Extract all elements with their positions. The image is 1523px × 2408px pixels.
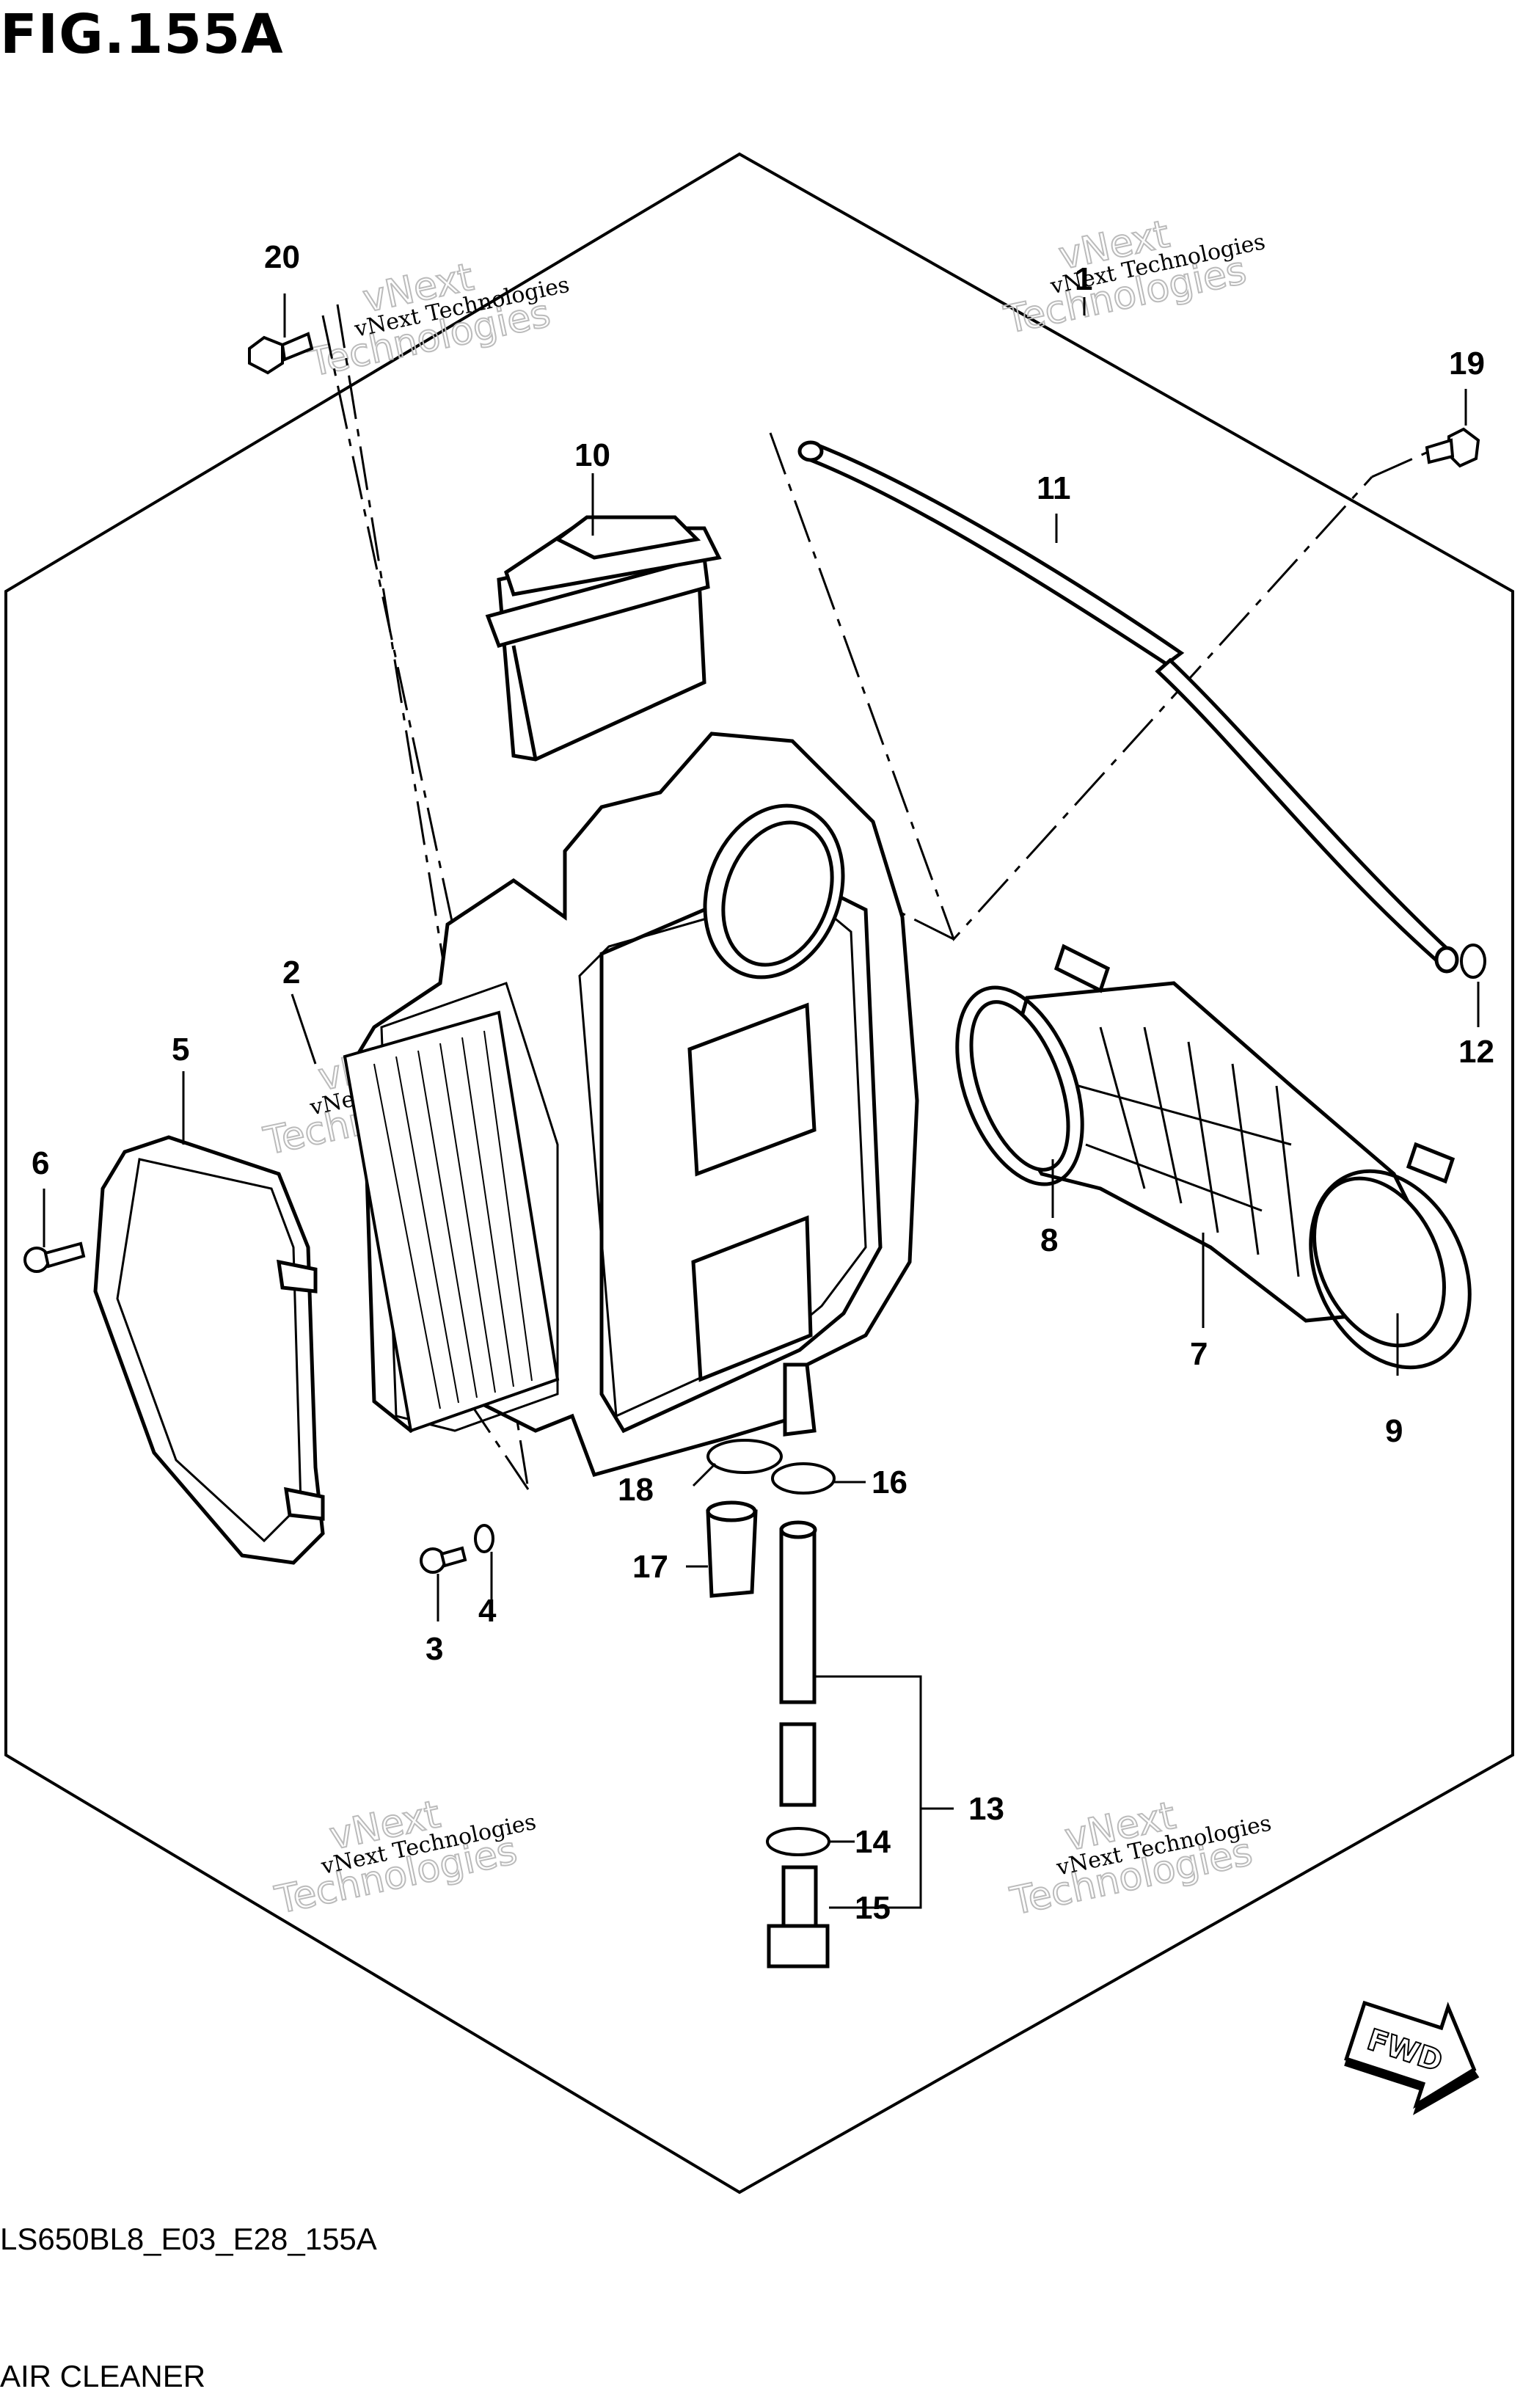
forward-arrow: FWD xyxy=(1344,2000,1480,2115)
clip-12 xyxy=(1460,944,1486,979)
callout-11: 11 xyxy=(1037,470,1071,506)
callout-10: 10 xyxy=(574,437,610,473)
callout-19: 19 xyxy=(1449,346,1485,382)
washer-4 xyxy=(474,1524,494,1553)
clamp-14 xyxy=(766,1827,830,1856)
bolt-19 xyxy=(1425,427,1480,468)
clamp-9 xyxy=(1309,1142,1472,1370)
forward-arrow-icon xyxy=(1344,2000,1477,2109)
figure-title: FIG.155A xyxy=(0,3,284,66)
callout-4: 4 xyxy=(478,1593,497,1629)
clamp-8 xyxy=(955,944,1111,1186)
leader-lines xyxy=(43,293,1480,1909)
clamp-16 xyxy=(771,1462,836,1495)
intake-duct xyxy=(485,515,722,762)
callout-14: 14 xyxy=(855,1824,891,1860)
figure-name: AIR CLEANER xyxy=(0,2359,206,2393)
callout-6: 6 xyxy=(32,1145,49,1181)
screw-6 xyxy=(23,1241,86,1273)
drain-hose xyxy=(779,1520,817,1807)
callout-9: 9 xyxy=(1385,1413,1403,1449)
air-cleaner-cover xyxy=(93,1135,325,1565)
callout-1: 1 xyxy=(1075,261,1092,297)
callout-17: 17 xyxy=(632,1549,668,1585)
callout-7: 7 xyxy=(1190,1336,1208,1372)
outlet-tube xyxy=(969,981,1446,1348)
plug-15 xyxy=(767,1865,830,1969)
screw-3 xyxy=(420,1546,467,1574)
bolt-20 xyxy=(248,332,314,375)
callout-12: 12 xyxy=(1458,1034,1494,1070)
clamp-18 xyxy=(706,1439,783,1474)
callout-18: 18 xyxy=(618,1472,654,1508)
callout-20: 20 xyxy=(264,239,300,275)
callout-2: 2 xyxy=(282,955,300,990)
callout-3: 3 xyxy=(426,1631,443,1667)
assembly-boundary xyxy=(4,152,1514,2194)
callout-13: 13 xyxy=(968,1791,1004,1827)
filter-element xyxy=(343,1010,560,1433)
breather-hose xyxy=(797,440,1459,974)
callout-15: 15 xyxy=(855,1890,891,1926)
callout-8: 8 xyxy=(1040,1222,1058,1258)
cap-17 xyxy=(706,1500,758,1598)
callout-5: 5 xyxy=(172,1032,189,1068)
callout-16: 16 xyxy=(872,1464,907,1500)
figure-code: LS650BL8_E03_E28_155A xyxy=(0,2222,377,2256)
